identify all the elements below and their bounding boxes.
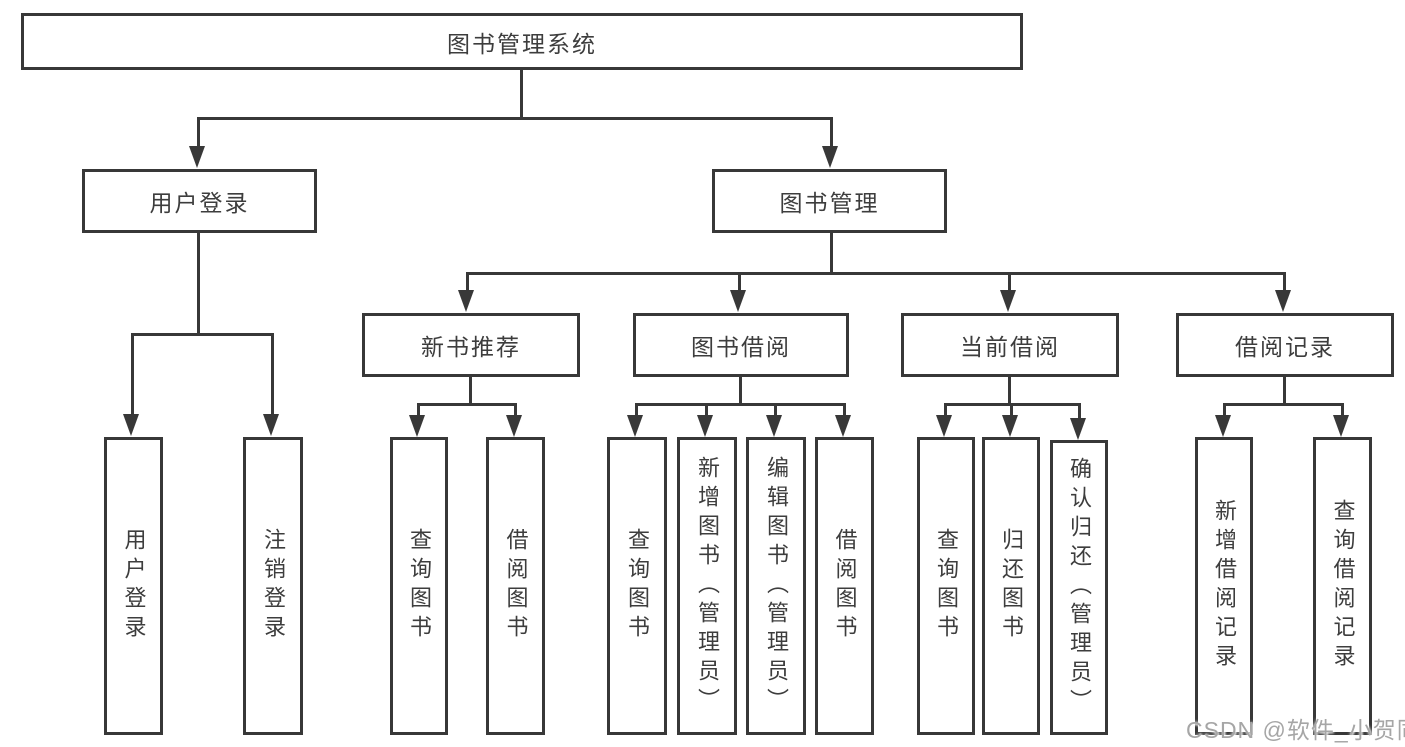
- node-new-book-recommend-label: 新书推荐: [421, 334, 521, 360]
- node-book-borrowing-label: 图书借阅: [691, 334, 791, 360]
- node-bb-borrow-books: 借阅图书: [815, 437, 874, 735]
- connector-line: [131, 333, 274, 336]
- arrow-down-icon: [766, 415, 782, 437]
- node-br-query-record-label: 查询借阅记录: [1330, 499, 1356, 673]
- node-cb-confirm-return-label: 确认归还（管理员）: [1067, 457, 1092, 718]
- node-new-book-recommend: 新书推荐: [362, 313, 580, 377]
- connector-line: [466, 272, 469, 292]
- node-borrowing-records-label: 借阅记录: [1235, 334, 1335, 360]
- connector-line: [635, 403, 846, 406]
- node-cb-query-books-label: 查询图书: [934, 528, 959, 644]
- connector-line: [197, 117, 200, 148]
- node-user-login: 用户登录: [82, 169, 317, 233]
- node-current-borrowing: 当前借阅: [901, 313, 1119, 377]
- arrow-down-icon: [458, 290, 474, 312]
- node-bb-add-books-label: 新增图书（管理员）: [695, 455, 720, 717]
- connector-line: [1008, 377, 1011, 406]
- node-root: 图书管理系统: [21, 13, 1023, 70]
- node-bb-edit-books: 编辑图书（管理员）: [746, 437, 806, 735]
- node-root-label: 图书管理系统: [447, 30, 597, 57]
- csdn-watermark: CSDN @软件_小贺同学: [1186, 717, 1405, 743]
- node-cb-query-books: 查询图书: [917, 437, 975, 735]
- node-logout: 注销登录: [243, 437, 303, 735]
- connector-line: [1283, 272, 1286, 292]
- node-book-borrowing: 图书借阅: [633, 313, 849, 377]
- connector-line: [1010, 403, 1013, 418]
- connector-line: [466, 272, 1284, 275]
- connector-line: [635, 403, 638, 418]
- node-user-login-label: 用户登录: [149, 190, 250, 216]
- arrow-down-icon: [409, 415, 425, 437]
- arrow-down-icon: [189, 146, 205, 168]
- node-bb-edit-books-label: 编辑图书（管理员）: [764, 455, 789, 717]
- node-bb-add-books: 新增图书（管理员）: [677, 437, 737, 735]
- arrow-down-icon: [123, 414, 139, 436]
- arrow-down-icon: [822, 146, 838, 168]
- node-login: 用户登录: [104, 437, 163, 735]
- arrow-down-icon: [1215, 415, 1231, 437]
- node-bb-borrow-books-label: 借阅图书: [832, 528, 858, 644]
- node-bb-query-books-label: 查询图书: [625, 528, 650, 644]
- connector-line: [830, 117, 833, 148]
- node-book-management-label: 图书管理: [779, 190, 880, 216]
- arrow-down-icon: [730, 290, 746, 312]
- node-br-query-record: 查询借阅记录: [1313, 437, 1372, 735]
- arrow-down-icon: [1070, 418, 1086, 440]
- connector-line: [520, 70, 523, 119]
- connector-line: [417, 403, 517, 406]
- node-cb-return-books-label: 归还图书: [999, 528, 1024, 644]
- connector-line: [738, 272, 741, 292]
- arrow-down-icon: [697, 415, 713, 437]
- connector-line: [830, 233, 833, 275]
- node-bb-query-books: 查询图书: [607, 437, 667, 735]
- arrow-down-icon: [1002, 415, 1018, 437]
- connector-line: [1223, 403, 1344, 406]
- arrow-down-icon: [506, 415, 522, 437]
- connector-line: [417, 403, 420, 418]
- node-current-borrowing-label: 当前借阅: [960, 334, 1060, 360]
- arrow-down-icon: [835, 415, 851, 437]
- node-login-label: 用户登录: [121, 528, 147, 644]
- node-nbr-borrow-books: 借阅图书: [486, 437, 545, 735]
- node-nbr-query-books: 查询图书: [390, 437, 448, 735]
- connector-line: [197, 117, 833, 120]
- connector-line: [944, 403, 947, 418]
- connector-line: [271, 333, 274, 417]
- arrow-down-icon: [627, 415, 643, 437]
- connector-line: [705, 403, 708, 418]
- arrow-down-icon: [1275, 290, 1291, 312]
- connector-line: [739, 377, 742, 406]
- arrow-down-icon: [1000, 290, 1016, 312]
- connector-line: [1283, 377, 1286, 406]
- connector-line: [131, 333, 134, 417]
- node-logout-label: 注销登录: [261, 528, 286, 644]
- node-cb-return-books: 归还图书: [982, 437, 1040, 735]
- node-book-management: 图书管理: [712, 169, 947, 233]
- connector-line: [1341, 403, 1344, 418]
- arrow-down-icon: [936, 415, 952, 437]
- node-br-add-record: 新增借阅记录: [1195, 437, 1253, 735]
- connector-line: [1078, 403, 1081, 421]
- node-borrowing-records: 借阅记录: [1176, 313, 1394, 377]
- arrow-down-icon: [263, 414, 279, 436]
- node-br-add-record-label: 新增借阅记录: [1212, 499, 1237, 673]
- node-nbr-borrow-books-label: 借阅图书: [503, 528, 529, 644]
- connector-line: [514, 403, 517, 418]
- connector-line: [774, 403, 777, 418]
- arrow-down-icon: [1333, 415, 1349, 437]
- node-cb-confirm-return: 确认归还（管理员）: [1050, 440, 1108, 735]
- connector-line: [1223, 403, 1226, 418]
- connector-line: [197, 233, 200, 336]
- connector-line: [469, 377, 472, 406]
- connector-line: [1008, 272, 1011, 292]
- connector-line: [843, 403, 846, 418]
- node-nbr-query-books-label: 查询图书: [407, 528, 432, 644]
